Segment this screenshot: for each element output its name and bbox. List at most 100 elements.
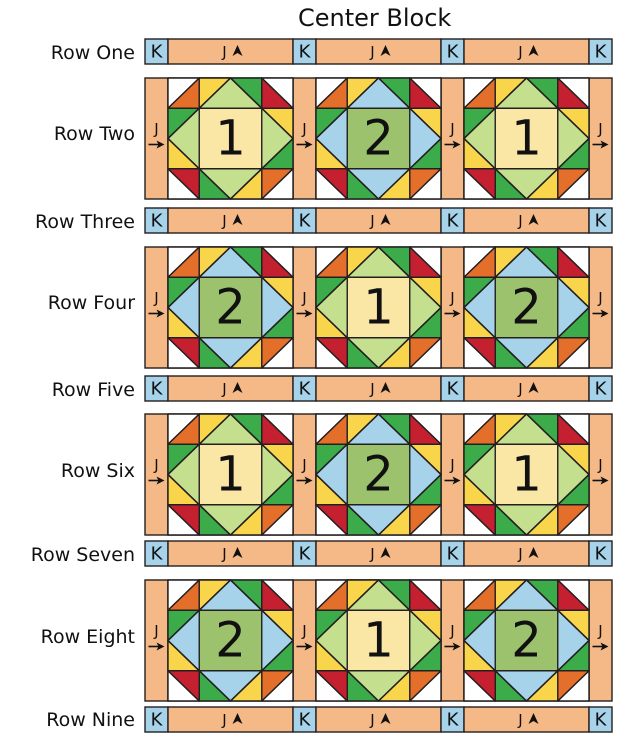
cornerstone-label: K <box>151 211 164 232</box>
sashing-strip-j-vertical <box>293 247 316 368</box>
cornerstone-label: K <box>595 379 608 400</box>
sashing-strip-j-vertical <box>145 247 168 368</box>
block-number: 2 <box>511 280 542 336</box>
cornerstone-label: K <box>595 544 608 565</box>
sashing-strip-j-vertical <box>441 247 464 368</box>
cornerstone-label: K <box>151 379 164 400</box>
cornerstone-label: K <box>595 42 608 63</box>
row-label-five: Row Five <box>52 379 135 401</box>
sashing-strip-label: J <box>449 120 454 138</box>
quilt-block-2: 2 <box>316 414 441 535</box>
block-number: 2 <box>363 447 394 503</box>
sashing-strip-label: J <box>449 456 454 474</box>
sashing-strip-label: J <box>221 380 226 398</box>
sashing-strip-j-vertical <box>145 78 168 199</box>
sashing-strip-label: J <box>369 380 374 398</box>
sashing-strip-j <box>168 707 293 732</box>
sashing-strip-j <box>464 541 589 566</box>
quilt-block-2: 2 <box>464 580 589 701</box>
sashing-strip-label: J <box>597 289 602 307</box>
row-label-eight: Row Eight <box>41 626 135 648</box>
row-label-two: Row Two <box>54 123 135 145</box>
sashing-row: KJKJKJK <box>145 208 612 233</box>
sashing-strip-label: J <box>301 289 306 307</box>
cornerstone-label: K <box>595 211 608 232</box>
sashing-strip-j <box>316 376 441 401</box>
row-label-seven: Row Seven <box>31 544 135 566</box>
quilt-block-2: 2 <box>168 580 293 701</box>
cornerstone-label: K <box>299 211 312 232</box>
sashing-strip-j <box>464 39 589 64</box>
row-label-nine: Row Nine <box>46 709 135 731</box>
sashing-strip-j <box>464 376 589 401</box>
sashing-strip-label: J <box>517 212 522 230</box>
row-label-one: Row One <box>51 42 135 64</box>
cornerstone-label: K <box>299 42 312 63</box>
block-number: 1 <box>363 613 394 669</box>
cornerstone-label: K <box>151 42 164 63</box>
block-number: 2 <box>363 111 394 167</box>
sashing-strip-j <box>168 39 293 64</box>
sashing-strip-label: J <box>517 711 522 729</box>
sashing-row: KJKJKJK <box>145 541 612 566</box>
row-label-six: Row Six <box>61 460 135 482</box>
row-label-four: Row Four <box>48 292 135 314</box>
block-number: 1 <box>215 111 246 167</box>
cornerstone-label: K <box>447 379 460 400</box>
block-number: 2 <box>511 613 542 669</box>
sashing-strip-label: J <box>517 380 522 398</box>
sashing-strip-label: J <box>597 622 602 640</box>
sashing-strip-j-vertical <box>441 414 464 535</box>
quilt-block-1: 1 <box>168 414 293 535</box>
sashing-strip-j-vertical <box>145 580 168 701</box>
sashing-strip-j-vertical <box>589 580 612 701</box>
sashing-strip-j-vertical <box>441 580 464 701</box>
quilt-block-2: 2 <box>316 78 441 199</box>
sashing-strip-j-vertical <box>441 78 464 199</box>
quilt-block-1: 1 <box>464 78 589 199</box>
quilt-block-2: 2 <box>464 247 589 368</box>
quilt-block-1: 1 <box>316 580 441 701</box>
diagram-title: Center Block <box>298 4 451 32</box>
sashing-strip-j-vertical <box>293 78 316 199</box>
sashing-strip-j <box>168 541 293 566</box>
block-number: 1 <box>215 447 246 503</box>
cornerstone-label: K <box>447 42 460 63</box>
block-number: 1 <box>363 280 394 336</box>
cornerstone-label: K <box>447 710 460 731</box>
sashing-strip-j <box>316 39 441 64</box>
sashing-strip-j <box>464 208 589 233</box>
sashing-strip-j <box>168 376 293 401</box>
sashing-strip-label: J <box>221 711 226 729</box>
sashing-strip-label: J <box>221 43 226 61</box>
sashing-strip-j-vertical <box>293 580 316 701</box>
sashing-strip-j <box>316 707 441 732</box>
sashing-strip-label: J <box>221 545 226 563</box>
sashing-strip-j <box>316 541 441 566</box>
sashing-strip-label: J <box>449 622 454 640</box>
cornerstone-label: K <box>299 379 312 400</box>
row-label-three: Row Three <box>35 211 135 233</box>
sashing-strip-label: J <box>369 43 374 61</box>
sashing-strip-j <box>464 707 589 732</box>
sashing-strip-label: J <box>517 545 522 563</box>
block-number: 2 <box>215 280 246 336</box>
quilt-block-1: 1 <box>316 247 441 368</box>
sashing-strip-j-vertical <box>145 414 168 535</box>
cornerstone-label: K <box>299 544 312 565</box>
block-number: 2 <box>215 613 246 669</box>
sashing-strip-j-vertical <box>293 414 316 535</box>
sashing-strip-label: J <box>449 289 454 307</box>
sashing-strip-j-vertical <box>589 78 612 199</box>
sashing-strip-label: J <box>301 456 306 474</box>
quilt-block-1: 1 <box>168 78 293 199</box>
sashing-strip-label: J <box>597 456 602 474</box>
cornerstone-label: K <box>447 211 460 232</box>
sashing-strip-label: J <box>369 212 374 230</box>
quilt-block-2: 2 <box>168 247 293 368</box>
sashing-strip-label: J <box>301 622 306 640</box>
cornerstone-label: K <box>299 710 312 731</box>
cornerstone-label: K <box>595 710 608 731</box>
